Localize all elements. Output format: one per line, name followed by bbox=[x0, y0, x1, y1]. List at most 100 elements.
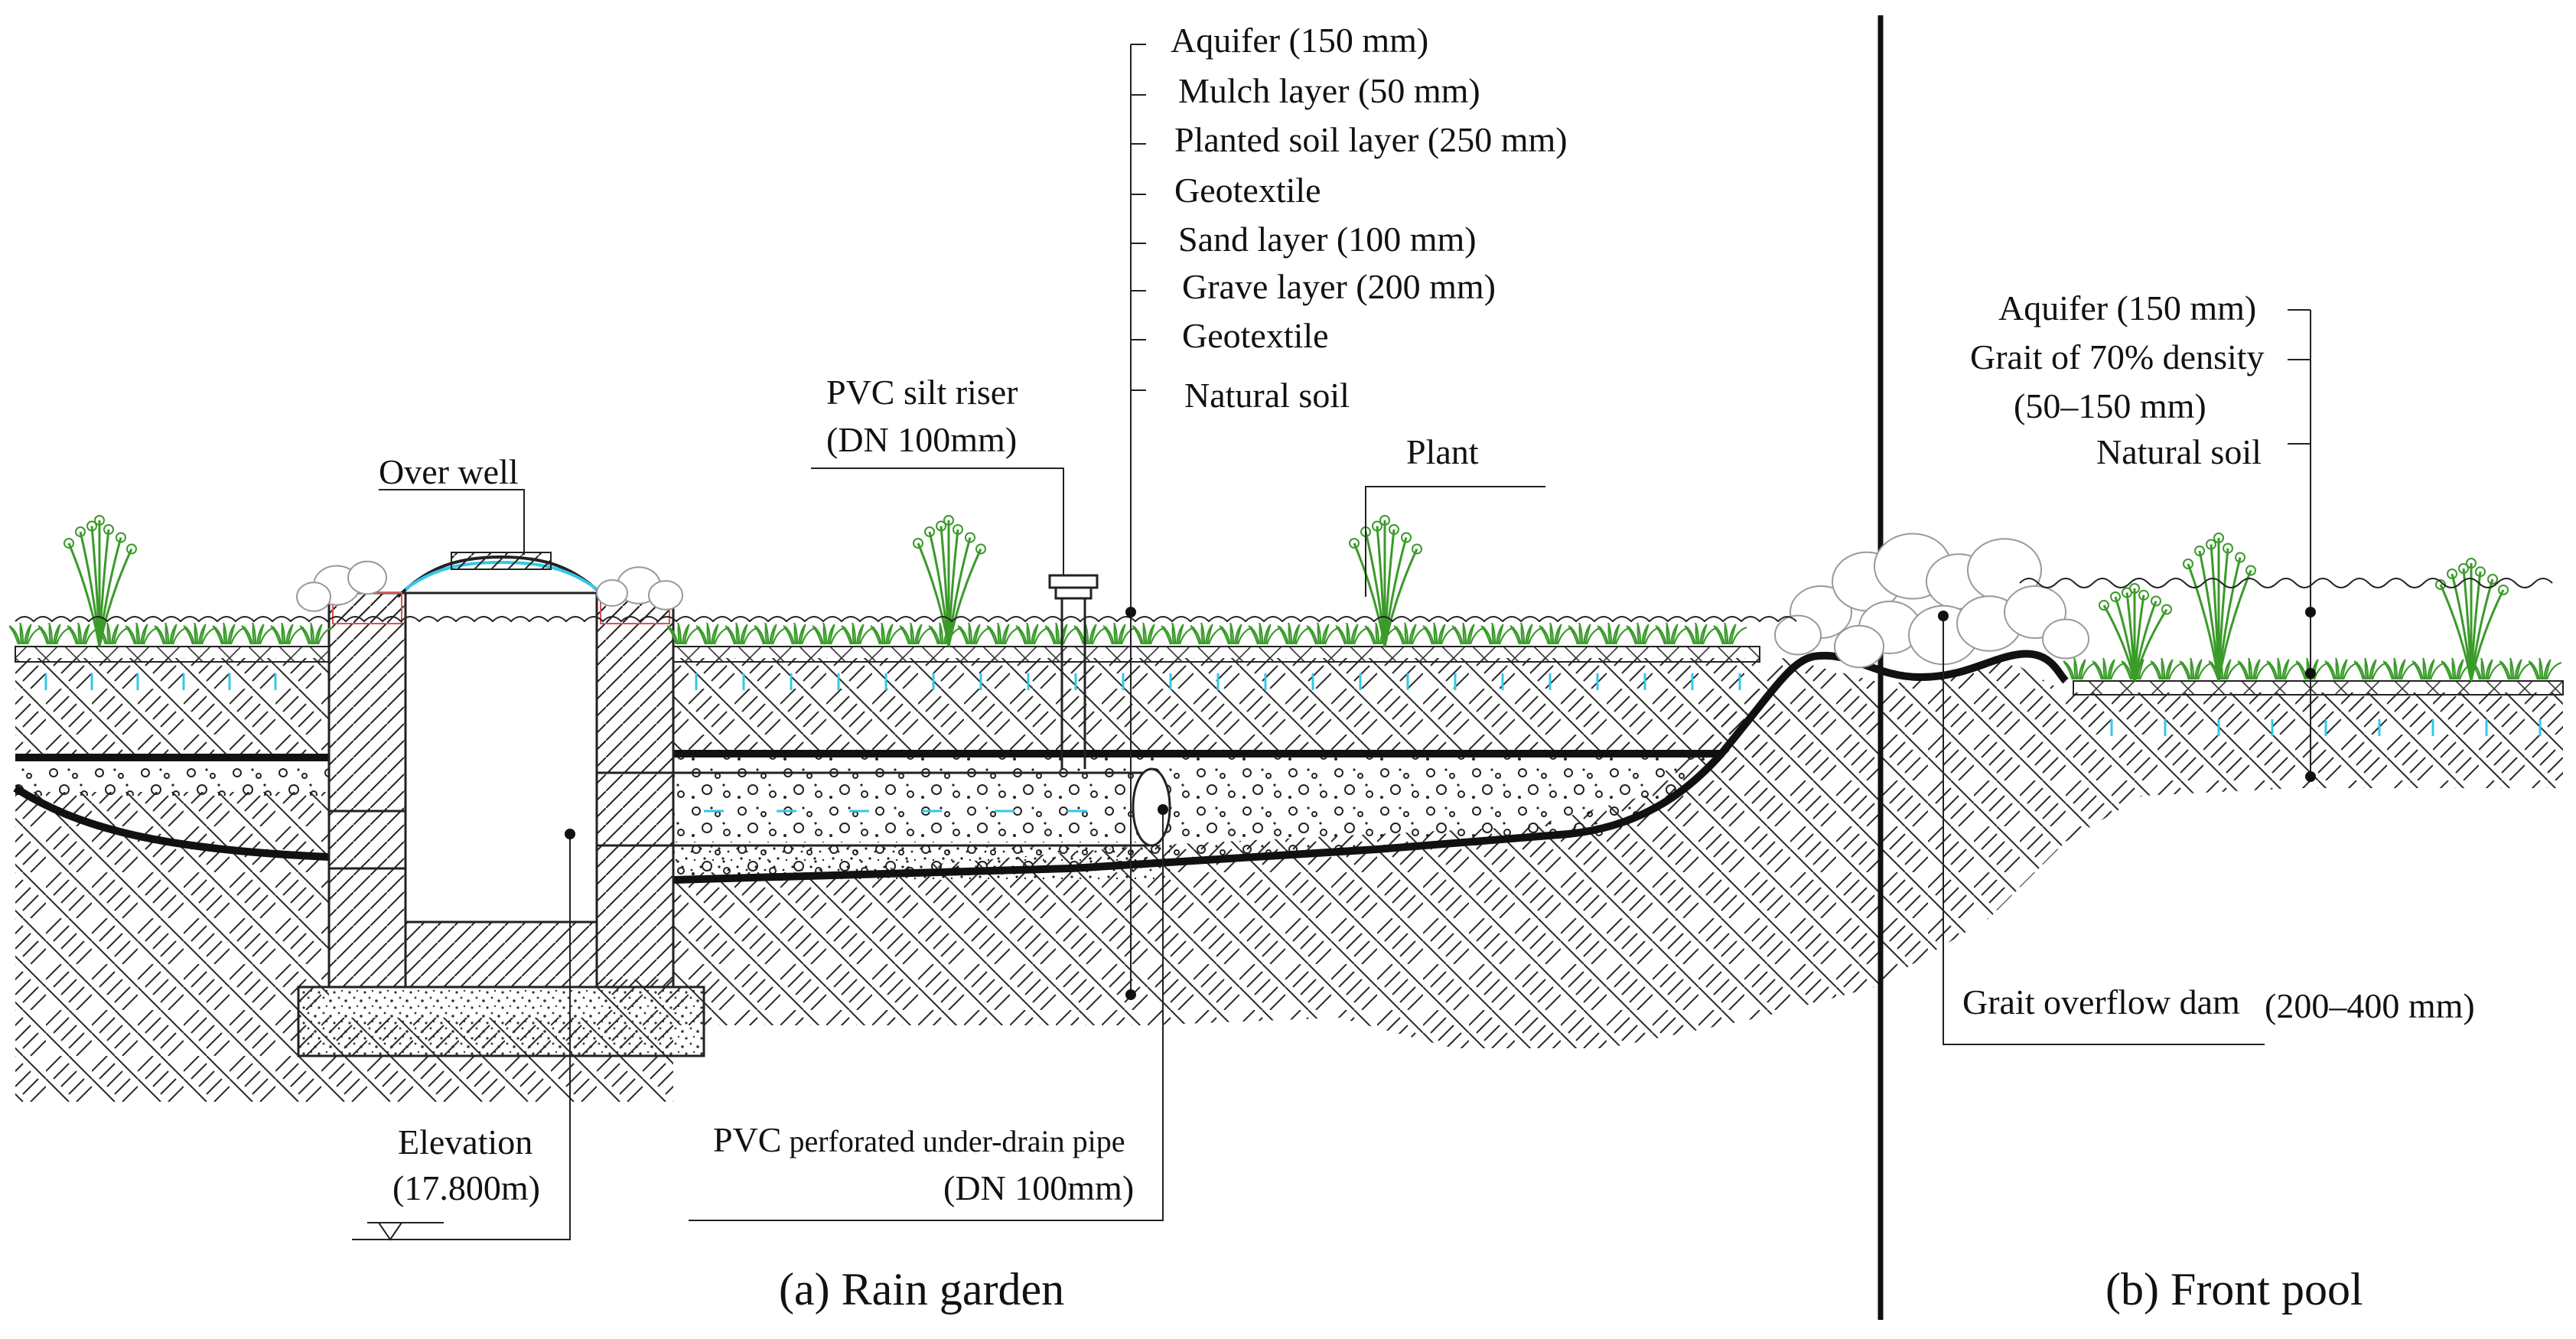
grass-tuft bbox=[183, 622, 217, 645]
well-grate bbox=[451, 552, 552, 570]
silt-riser-size: (DN 100mm) bbox=[826, 420, 1017, 459]
grass-tuft bbox=[1626, 622, 1660, 645]
dam-leader bbox=[1943, 616, 2265, 1045]
caption-front-pool: (b) Front pool bbox=[2105, 1264, 2363, 1315]
caption-rain-garden: (a) Rain garden bbox=[779, 1264, 1064, 1315]
grass-tuft bbox=[1190, 622, 1224, 645]
underdrain-dot bbox=[1158, 804, 1168, 815]
well-bottom bbox=[404, 920, 598, 989]
layer-label-geotextile-2: Geotextile bbox=[1182, 316, 1329, 355]
grass-tuft bbox=[1306, 622, 1340, 645]
grass-tuft bbox=[2412, 657, 2446, 680]
grass-tuft bbox=[2266, 657, 2301, 680]
grass-tuft bbox=[2092, 657, 2126, 680]
pool-label-aquifer: Aquifer (150 mm) bbox=[1998, 288, 2256, 327]
grass-tuft bbox=[2353, 657, 2388, 680]
grass-tuft bbox=[1219, 622, 1253, 645]
grass-tuft bbox=[1451, 622, 1486, 645]
grass-tuft bbox=[2063, 657, 2097, 680]
grass-tuft bbox=[1044, 622, 1079, 645]
grass-tuft bbox=[1015, 622, 1050, 645]
grass-tuft bbox=[1132, 622, 1166, 645]
grass-tuft bbox=[125, 622, 159, 645]
grass-tuft bbox=[2441, 657, 2475, 680]
over-well-label: Over well bbox=[379, 452, 519, 491]
pool-layer-leaders bbox=[2288, 309, 2311, 777]
elevation-leader bbox=[352, 834, 571, 1240]
grass-tuft bbox=[2150, 657, 2184, 680]
elevation-value: (17.800m) bbox=[392, 1168, 540, 1207]
pool-label-grait-size: (50–150 mm) bbox=[2014, 386, 2206, 425]
gravel-layer-left bbox=[15, 757, 329, 796]
grass-tuft bbox=[1713, 622, 1747, 645]
pool-dot-1 bbox=[2305, 607, 2316, 617]
grass-tuft bbox=[1073, 622, 1108, 645]
planted-soil-left bbox=[15, 658, 329, 757]
layer-label-gravel: Grave layer (200 mm) bbox=[1182, 267, 1496, 306]
grass-tuft bbox=[841, 622, 875, 645]
rocks bbox=[296, 533, 2089, 669]
pool-label-natural-soil: Natural soil bbox=[2096, 432, 2262, 471]
mulch-layer-main bbox=[672, 646, 1760, 663]
layer-label-sand: Sand layer (100 mm) bbox=[1178, 220, 1477, 259]
layer-label-aquifer: Aquifer (150 mm) bbox=[1171, 21, 1428, 60]
dam-label: Grait overflow dam bbox=[1962, 982, 2240, 1021]
grass-tuft bbox=[1655, 622, 1689, 645]
rock-icon bbox=[296, 582, 331, 612]
rain-garden-layer-labels: Aquifer (150 mm) Mulch layer (50 mm) Pla… bbox=[1171, 21, 1568, 415]
grass-tuft bbox=[957, 622, 992, 645]
grass-tuft bbox=[2324, 657, 2359, 680]
plant-icon bbox=[2435, 558, 2509, 682]
plant-icon bbox=[2183, 533, 2256, 682]
elevation-dot bbox=[565, 829, 575, 839]
grass-tuft bbox=[1277, 622, 1311, 645]
rock-icon bbox=[347, 560, 387, 595]
plant-icon bbox=[913, 515, 986, 647]
grass-tuft bbox=[299, 622, 334, 645]
grass-tuft bbox=[1509, 622, 1544, 645]
pvc-silt-riser bbox=[1048, 574, 1099, 769]
underdrain-label-prefix: PVC bbox=[713, 1120, 781, 1159]
grass-tuft bbox=[1161, 622, 1195, 645]
grass-tuft bbox=[899, 622, 933, 645]
grass-tuft bbox=[2499, 657, 2533, 680]
grass-tuft bbox=[1539, 622, 1573, 645]
grass-tuft bbox=[1568, 622, 1602, 645]
grass-tuft bbox=[754, 622, 788, 645]
plants bbox=[8, 515, 2562, 682]
grass-tuft bbox=[2237, 657, 2272, 680]
pool-label-grait: Grait of 70% density bbox=[1970, 337, 2265, 376]
underdrain-pipe-end bbox=[1132, 767, 1171, 847]
pool-dot-3 bbox=[2305, 771, 2316, 782]
water-marks bbox=[44, 673, 2542, 813]
underdrain-label: PVC perforated under-drain pipe bbox=[713, 1120, 1125, 1159]
grass-tuft bbox=[1597, 622, 1631, 645]
grass-tuft bbox=[695, 622, 730, 645]
grass-tuft bbox=[37, 622, 72, 645]
grass-tuft bbox=[2208, 657, 2242, 680]
underdrain-label-main: perforated under-drain pipe bbox=[781, 1124, 1125, 1158]
grass-tuft bbox=[1480, 622, 1515, 645]
grass-tuft bbox=[241, 622, 275, 645]
mulch-layer-left bbox=[15, 646, 330, 663]
layer-label-planted-soil: Planted soil layer (250 mm) bbox=[1174, 120, 1568, 159]
grass-tuft bbox=[2528, 657, 2562, 680]
grass-tuft bbox=[154, 622, 188, 645]
front-pool-water-surface bbox=[2019, 578, 2553, 588]
grass-tuft bbox=[8, 622, 43, 645]
grass-tuft bbox=[812, 622, 846, 645]
geotextile-top-line bbox=[673, 650, 2069, 757]
underdrain-leader bbox=[689, 810, 1164, 1221]
plant-label: Plant bbox=[1406, 432, 1479, 471]
grass-tuft bbox=[2382, 657, 2417, 680]
grass-tuft bbox=[870, 622, 904, 645]
layer-label-mulch: Mulch layer (50 mm) bbox=[1178, 71, 1480, 110]
grass-tuft bbox=[212, 622, 246, 645]
grass-tuft bbox=[2179, 657, 2213, 680]
grass-tuft bbox=[1684, 622, 1718, 645]
grass-tuft bbox=[1422, 622, 1457, 645]
grass-tuft bbox=[783, 622, 817, 645]
elevation-triangle-icon bbox=[377, 1222, 403, 1241]
